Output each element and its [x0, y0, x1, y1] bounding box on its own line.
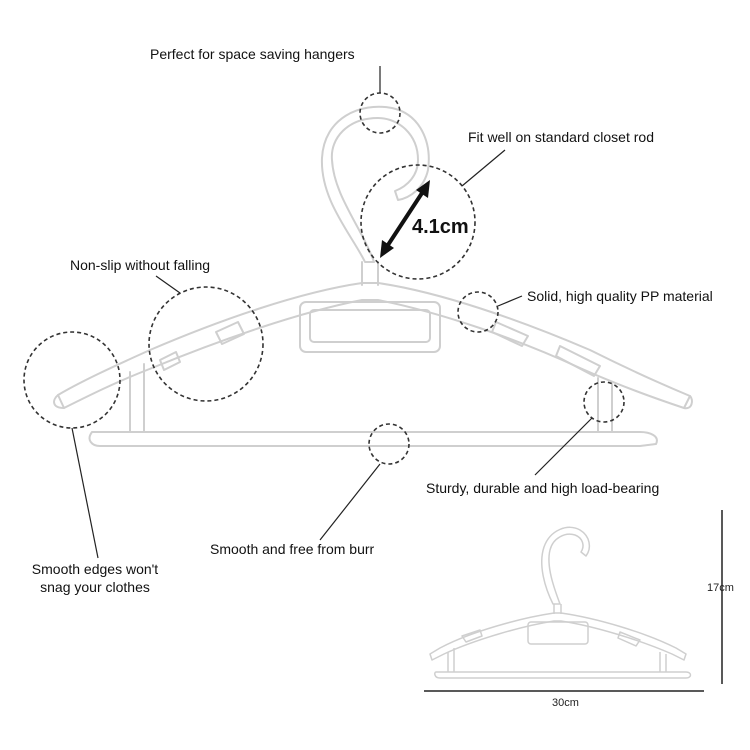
callout-circle-non-slip — [148, 286, 264, 402]
callout-smooth-edges: Smooth edges won't snag your clothes — [10, 560, 180, 596]
callout-smooth-edges-line1: Smooth edges won't — [31, 561, 159, 577]
hook-gap-arrow — [380, 180, 430, 258]
leader-closet-rod — [461, 149, 506, 187]
callout-circle-load — [583, 381, 625, 423]
hanger-right-strut — [597, 377, 613, 433]
callout-circle-hook-gap — [360, 164, 476, 280]
callout-space-saving: Perfect for space saving hangers — [150, 46, 355, 62]
callout-circle-edge — [23, 331, 121, 429]
leader-edges — [71, 427, 99, 559]
hanger-left-strut — [129, 363, 145, 433]
thumbnail-hanger — [429, 526, 692, 679]
hanger-left-notch — [215, 321, 245, 345]
leader-non-slip — [155, 275, 181, 294]
hanger-bottom-bar — [88, 431, 658, 447]
leader-burr — [319, 463, 381, 541]
callout-load-bearing: Sturdy, durable and high load-bearing — [426, 480, 660, 496]
leader-material — [497, 295, 523, 307]
callout-non-slip: Non-slip without falling — [70, 257, 211, 273]
hanger-shoulder-outer — [57, 282, 691, 409]
callout-circle-burr — [368, 423, 410, 465]
callout-closet-rod: Fit well on standard closet rod — [468, 129, 654, 145]
callout-smooth-edges-line2: snag your clothes — [40, 579, 150, 595]
hanger-hook — [320, 105, 430, 263]
height-dimension-label: 17cm — [707, 582, 734, 594]
callout-smooth-burr: Smooth and free from burr — [210, 541, 375, 557]
hook-gap-measurement: 4.1cm — [412, 216, 469, 238]
main-hanger — [53, 105, 693, 447]
callout-circle-hook-top — [359, 92, 401, 134]
width-dimension-label: 30cm — [552, 697, 579, 709]
callout-pp-material: Solid, high quality PP material — [527, 288, 713, 304]
hanger-stem — [361, 261, 379, 286]
hanger-window — [299, 301, 441, 353]
callout-circle-material — [457, 291, 499, 333]
hanger-right-notch — [491, 321, 529, 347]
leader-load — [534, 417, 593, 476]
